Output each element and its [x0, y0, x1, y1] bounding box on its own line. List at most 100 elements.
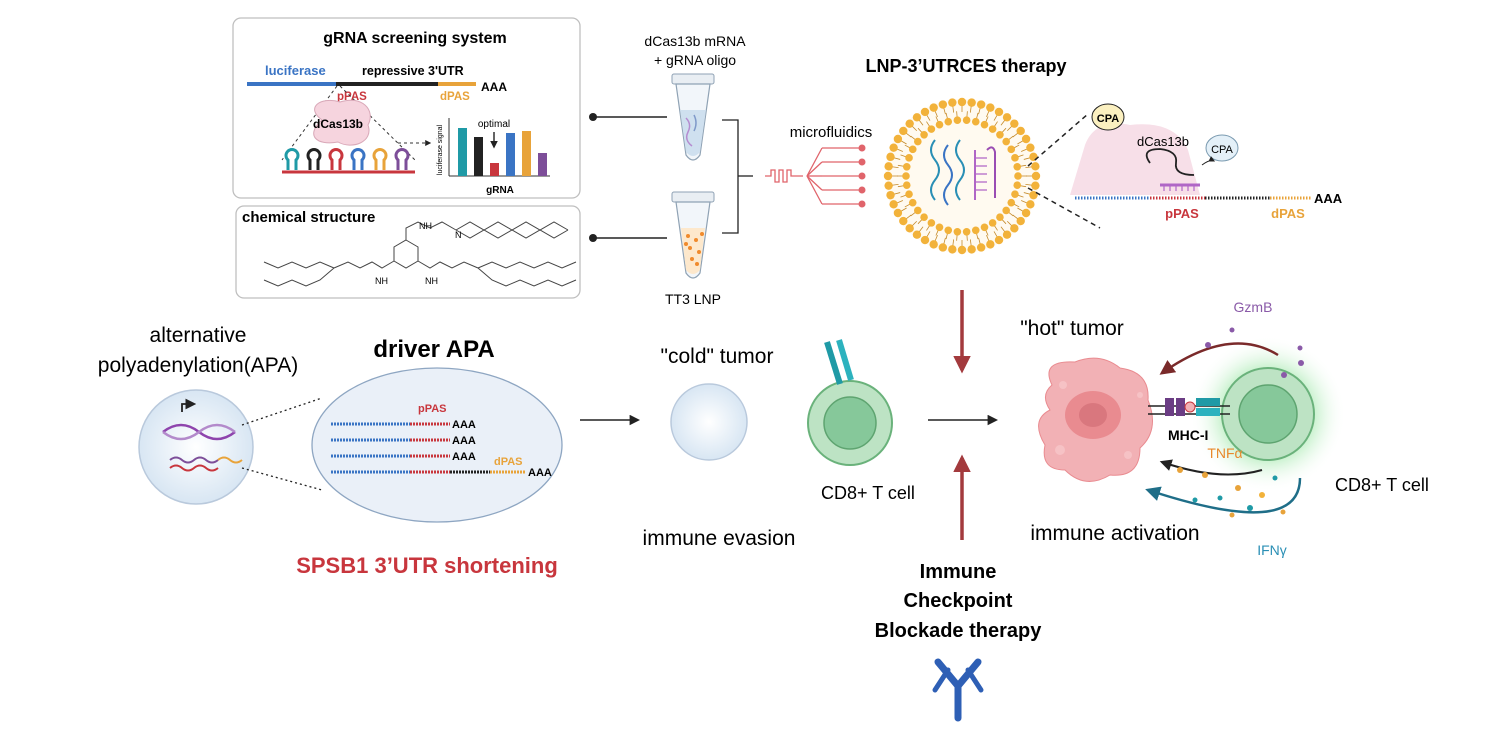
apa-ppas: pPAS	[418, 403, 447, 415]
lipid-head	[967, 98, 976, 107]
lnp-dpas: dPAS	[1271, 206, 1305, 221]
lipid-head	[929, 240, 938, 249]
lipid-head	[971, 226, 980, 235]
apa-zoom-line-top	[241, 397, 323, 426]
lipid-head	[1026, 143, 1035, 152]
tube-top: dCas13b mRNA + gRNA oligo	[644, 33, 746, 161]
apa-title-line2: polyadenylation(APA)	[98, 354, 298, 377]
lipid-head	[971, 117, 980, 126]
chemical-structure-title: chemical structure	[242, 209, 375, 226]
lnp-dots	[684, 232, 704, 266]
lipid-head	[912, 230, 922, 239]
lipid-head	[1021, 134, 1031, 144]
antibody-icon	[932, 658, 984, 722]
lipid-head	[914, 206, 922, 215]
lipid-head	[986, 240, 995, 249]
lipid-head	[884, 162, 893, 171]
lipid-head	[914, 137, 922, 146]
lipid-head	[893, 134, 903, 144]
apa-aaa-3: AAA	[452, 451, 476, 463]
luciferase-label: luciferase	[265, 63, 326, 78]
tnf-label: TNFα	[1207, 445, 1242, 461]
chemical-structure-panel: chemical structure NH NH NH N	[235, 205, 581, 299]
lipid-head	[1029, 152, 1038, 162]
cold-tcell-label: CD8+ T cell	[821, 483, 915, 503]
box-tube-connectors	[589, 113, 667, 242]
spsb1-shortening-label: SPSB1 3’UTR shortening	[296, 553, 558, 578]
lipid-head	[980, 120, 989, 129]
lipid-head	[953, 228, 962, 236]
tube-bracket	[722, 119, 739, 234]
lnp-aaa: AAA	[1314, 191, 1343, 206]
lipid-head	[1016, 126, 1025, 136]
lipid-head	[1010, 119, 1019, 128]
lipid-head	[920, 213, 928, 222]
lipid-head	[957, 245, 967, 255]
tube-bottom: TT3 LNP	[665, 191, 721, 307]
lnp-inner-lipids	[897, 111, 1027, 241]
lipid-head	[1002, 113, 1012, 122]
lipid-head	[889, 200, 898, 209]
lnp-zoom-line-bottom	[1027, 187, 1101, 229]
microfluidics-outlets	[858, 144, 866, 208]
lipid-head	[1031, 162, 1040, 171]
tube-bottom-label: TT3 LNP	[665, 291, 721, 307]
mhc-tcr-synapse	[1148, 398, 1230, 416]
lipid-head	[905, 154, 913, 162]
lipid-head	[902, 181, 911, 190]
lnp-dcas-label: dCas13b	[1137, 134, 1189, 149]
tnf-arrow	[1159, 459, 1263, 476]
apa-transcripts	[331, 422, 526, 474]
lipid-head	[1010, 224, 1019, 233]
icb-line2: Checkpoint	[904, 590, 1013, 612]
apa-aaa-4: AAA	[528, 467, 552, 479]
cold-tumor-cell	[670, 383, 748, 461]
lnp-therapy-title: LNP-3’UTRCES therapy	[865, 56, 1066, 76]
lipid-head	[902, 172, 910, 180]
lnp-ppas: pPAS	[1165, 206, 1199, 221]
microfluidics-label: microfluidics	[790, 124, 873, 141]
grna-bar-chart: optimal luciferase signal gRNA	[437, 118, 550, 196]
lipid-head	[996, 130, 1004, 139]
tt3-structure-drawing	[263, 221, 577, 287]
lipid-head	[920, 107, 930, 117]
cpa-label-2: CPA	[1211, 144, 1233, 156]
microfluidics-chip	[765, 147, 862, 205]
lipid-head	[938, 243, 948, 252]
hot-tcell	[1190, 336, 1346, 492]
lipid-head	[980, 223, 989, 232]
immune-evasion-label: immune evasion	[643, 527, 796, 550]
lipid-head	[994, 235, 1004, 245]
lipid-head	[1031, 181, 1040, 190]
driver-apa-title: driver APA	[373, 336, 494, 363]
immune-activation-label: immune activation	[1030, 522, 1199, 545]
apa-aaa-1: AAA	[452, 419, 476, 431]
screening-dcas-label: dCas13b	[313, 117, 363, 131]
lipid-head	[1031, 171, 1041, 181]
grna-hairpins	[284, 148, 410, 170]
cold-tumor-title: "cold" tumor	[661, 345, 774, 368]
lipid-head	[935, 223, 944, 232]
cpa-label-1: CPA	[1097, 113, 1119, 125]
lipid-head	[994, 107, 1004, 117]
lipid-head	[962, 116, 971, 124]
lnp-cargo	[930, 139, 996, 206]
lipid-head	[948, 98, 957, 107]
lipid-head	[935, 120, 944, 129]
chem-nh-right: NH	[425, 276, 438, 286]
chem-nh-top: NH	[419, 221, 432, 231]
lipid-head	[953, 116, 962, 124]
lipid-head	[1013, 181, 1022, 190]
dcas13b-blob	[313, 99, 371, 146]
lnp-outer-lipids	[883, 97, 1041, 255]
lipid-head	[893, 208, 903, 218]
lipid-head	[938, 100, 948, 109]
lipid-head	[976, 100, 986, 109]
lipid-head	[905, 224, 914, 233]
lipid-head	[886, 190, 895, 200]
lipid-head	[1013, 162, 1022, 171]
bar-chart-xlabel: gRNA	[486, 185, 514, 196]
lipid-head	[976, 243, 986, 252]
lipid-head	[905, 119, 914, 128]
lipid-head	[988, 125, 997, 133]
